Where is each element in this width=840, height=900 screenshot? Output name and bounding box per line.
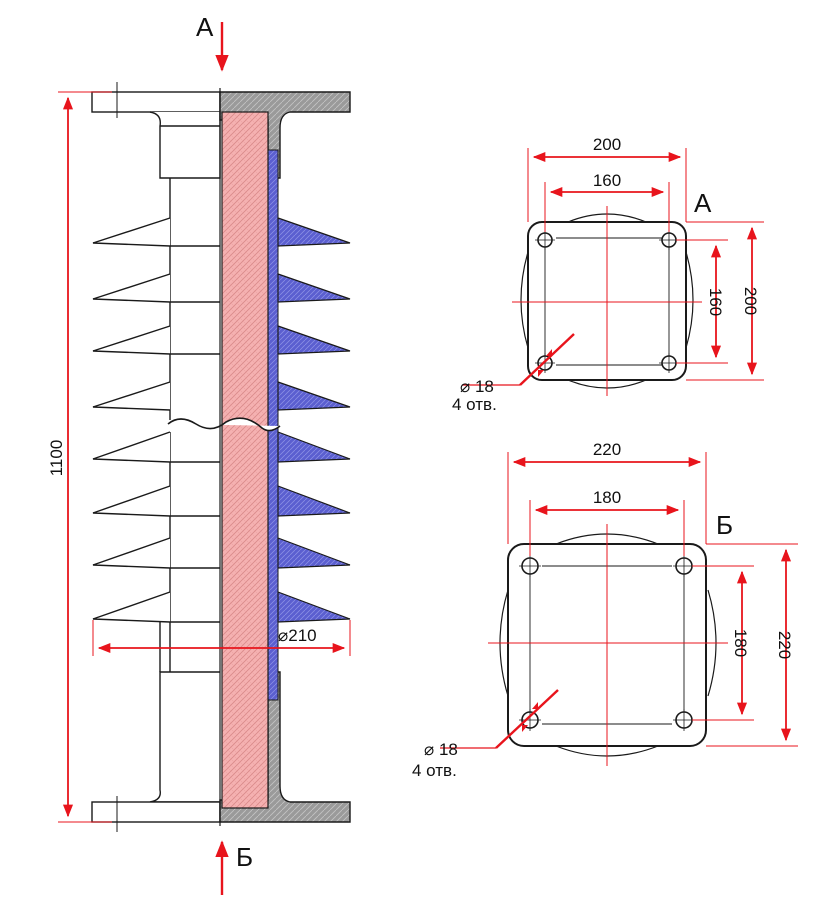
flange-b-hole-dia-label: ⌀ 18: [424, 740, 458, 759]
shed-diameter-label: ⌀210: [278, 626, 317, 645]
section-half: [219, 91, 351, 823]
break-line: [167, 417, 281, 432]
flange-a-hole-spacing-label: 160: [593, 171, 621, 190]
flange-b-hole-count-label: 4 отв.: [412, 761, 457, 780]
top-fitting-exterior: [149, 111, 221, 179]
section-sheds: [277, 217, 351, 623]
flange-b-height-label: 220: [775, 631, 794, 659]
flange-a-hole-leader: [519, 333, 575, 386]
top-flange-exterior: [91, 91, 221, 113]
flange-a-hole-count-label: 4 отв.: [452, 395, 497, 414]
flange-b-width-label: 220: [593, 440, 621, 459]
flange-a-hole-spacing-v-label: 160: [706, 288, 725, 316]
flange-a-height-label: 200: [741, 287, 760, 315]
flange-b-label: Б: [716, 510, 733, 540]
flange-a-view: А 200 160 160 200 ⌀ 18 4 отв.: [452, 135, 764, 414]
flange-b-hole-spacing-v-label: 180: [731, 629, 750, 657]
flange-a-width-label: 200: [593, 135, 621, 154]
sheath-section: [267, 149, 279, 701]
flange-a-label: А: [694, 188, 712, 218]
section-label-bottom: Б: [236, 842, 253, 872]
flange-a-hole-dia-label: ⌀ 18: [460, 377, 494, 396]
core-rod-section: [221, 111, 269, 809]
height-dimension-label: 1100: [47, 440, 66, 477]
flange-b-hole-spacing-label: 180: [593, 488, 621, 507]
bottom-flange-exterior: [91, 801, 221, 823]
flange-b-view: Б 220 180 180 220 ⌀ 18 4 отв.: [412, 440, 798, 780]
flange-b-hole-leader: [495, 689, 559, 749]
side-view: А Б 1100 ⌀210: [47, 12, 351, 895]
section-label-top: А: [196, 12, 214, 42]
exterior-sheds: [92, 217, 220, 672]
bottom-fitting-exterior: [149, 671, 220, 803]
